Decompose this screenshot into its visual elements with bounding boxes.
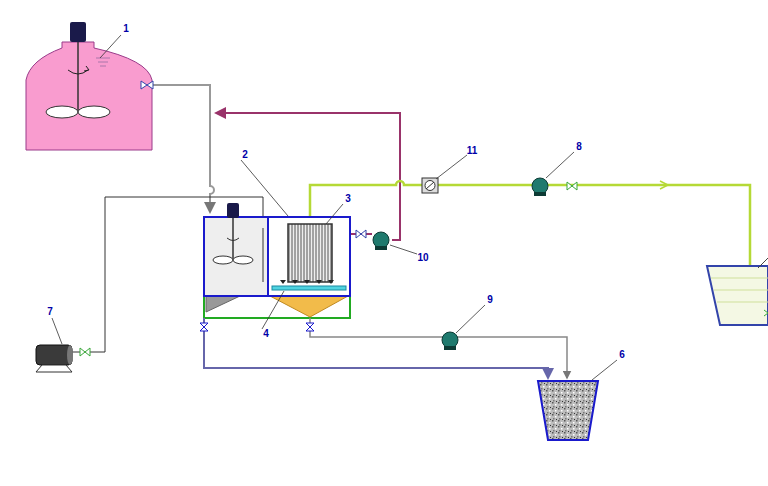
callout-number: 10: [416, 253, 429, 263]
callout-number: 4: [262, 329, 270, 339]
callout-number: 6: [618, 350, 626, 360]
callout-number: 9: [486, 295, 494, 305]
callout-number: 2: [241, 150, 249, 160]
callout-number: 7: [46, 307, 54, 317]
callout-number: 1: [122, 24, 130, 34]
callout-number: 8: [575, 142, 583, 152]
callout-number: 11: [466, 146, 479, 156]
callout-number: 3: [344, 194, 352, 204]
